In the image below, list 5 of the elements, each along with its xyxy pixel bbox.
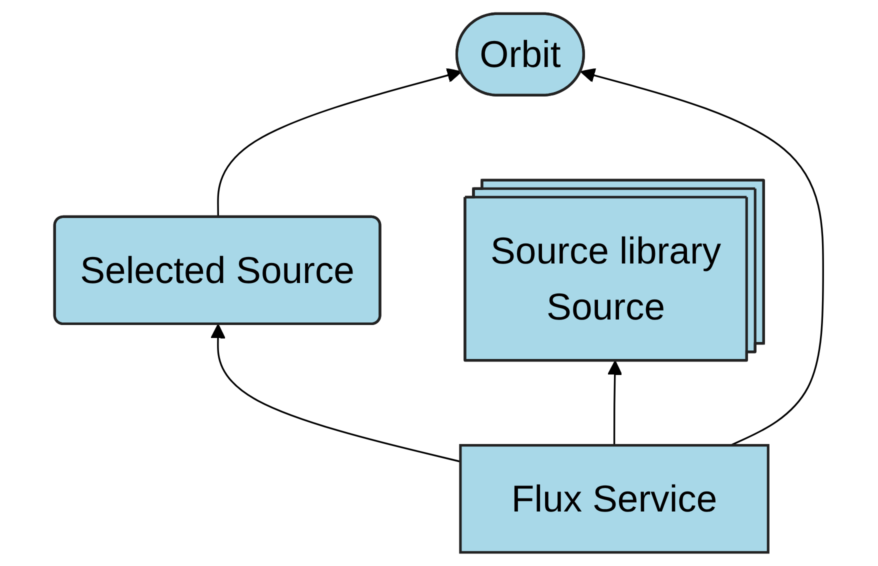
- arrow: [608, 360, 622, 446]
- arrow: [217, 68, 462, 218]
- arrow: [210, 324, 461, 462]
- arrow: [580, 68, 824, 446]
- node-box: Flux Service: [459, 444, 770, 554]
